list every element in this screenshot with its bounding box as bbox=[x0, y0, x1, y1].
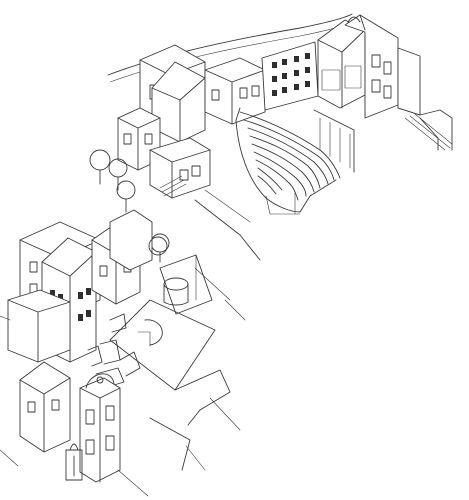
middle-buildings bbox=[117, 107, 261, 261]
right-stair-ramp bbox=[397, 107, 453, 151]
street-lines bbox=[0, 267, 246, 497]
courtyard bbox=[87, 299, 231, 471]
dome-and-rotunda bbox=[148, 236, 213, 315]
lower-town-block bbox=[7, 209, 153, 363]
lower-left-building bbox=[19, 361, 71, 453]
upper-street-buildings bbox=[107, 13, 421, 143]
amphitheatre-seating bbox=[235, 107, 355, 215]
bell-tower bbox=[65, 373, 121, 483]
